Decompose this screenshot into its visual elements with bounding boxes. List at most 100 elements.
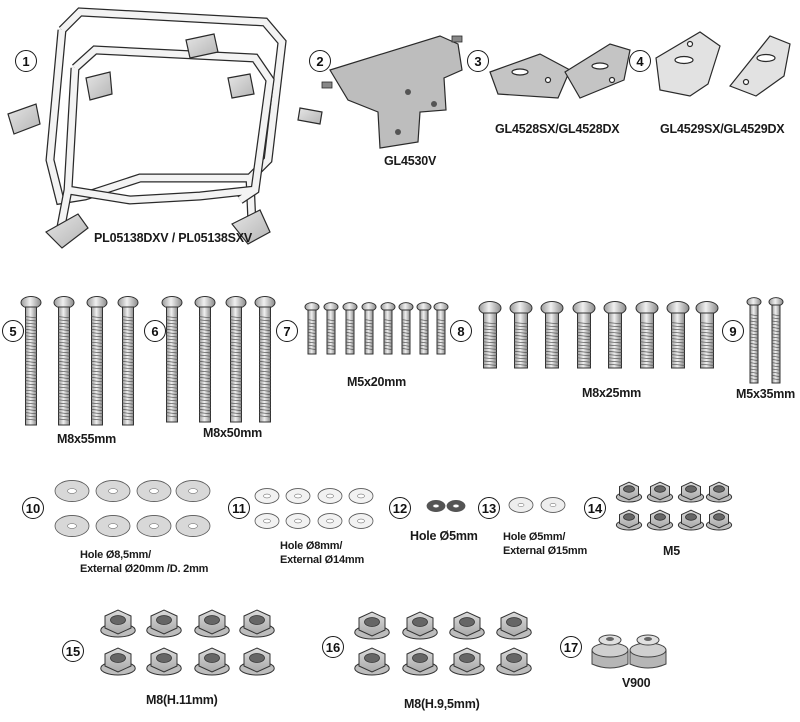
bolt-thread: [483, 328, 497, 331]
callout-12: 12: [389, 497, 411, 519]
bolt: [433, 302, 449, 355]
bolt-thread: [771, 317, 781, 320]
bolt-thread: [483, 331, 497, 334]
bolt-thread: [514, 341, 528, 344]
flange-nut: [239, 609, 275, 638]
flange-nut: [354, 647, 390, 676]
bolt-thread: [58, 402, 70, 405]
bolt-thread: [230, 319, 242, 322]
bolt-thread: [608, 341, 622, 344]
bolt-thread: [483, 363, 497, 366]
bolt-thread: [230, 332, 242, 335]
bolt-thread: [545, 360, 559, 363]
washer: [254, 513, 280, 529]
mount-tab-left: [7, 103, 41, 135]
bolt-thread: [640, 351, 654, 353]
bolt-thread: [91, 361, 103, 363]
bolt-thread: [122, 319, 134, 322]
callout-11: 11: [228, 497, 250, 519]
spacer-hole: [606, 637, 614, 641]
bolt-thread: [25, 364, 37, 367]
bolt-thread: [259, 393, 271, 395]
bolt-thread: [199, 380, 211, 383]
bolt-thread: [401, 322, 411, 325]
bolt-thread: [122, 329, 134, 331]
bolt-thread: [259, 338, 271, 341]
bolt-thread: [749, 343, 759, 345]
bolt-thread: [199, 412, 211, 415]
bolt-shank: [483, 312, 497, 369]
bolt-thread: [230, 351, 242, 354]
label-part-4: GL4529SX/GL4529DX: [660, 122, 785, 136]
bolt-thread: [259, 319, 271, 322]
bolt-thread: [230, 361, 242, 363]
washer: [175, 480, 211, 502]
bolt-thread: [91, 396, 103, 399]
bolt-thread: [166, 345, 178, 347]
washer: [508, 497, 534, 513]
bolt-thread: [25, 345, 37, 347]
bolt-shank: [401, 309, 411, 355]
label-part-12: Hole Ø5mm: [410, 529, 478, 543]
bolt-thread: [199, 383, 211, 386]
bolt-thread: [419, 332, 429, 334]
bolt-thread: [608, 354, 622, 357]
bolt-thread: [122, 412, 134, 415]
bolt-thread: [91, 354, 103, 357]
bolt-thread: [640, 360, 654, 363]
bolt-thread: [700, 363, 714, 366]
bolt-shank: [230, 306, 242, 423]
bolt-thread: [419, 325, 429, 328]
callout-7: 7: [276, 320, 298, 342]
label-part-11: Hole Ø8mm/ External Ø14mm: [280, 539, 364, 567]
bolt-thread: [545, 351, 559, 353]
bolt-thread: [514, 328, 528, 331]
bolt-thread: [25, 418, 37, 421]
bolt-thread: [230, 380, 242, 383]
bolt: [478, 300, 502, 369]
washer: [95, 480, 131, 502]
hardware-group: [20, 296, 784, 676]
bolt-shank: [419, 309, 429, 355]
bolt-thread: [58, 383, 70, 386]
bolt-thread: [640, 331, 654, 334]
bolt-shank: [700, 312, 714, 369]
label-part-7: M5x20mm: [347, 375, 407, 389]
bolt-thread: [91, 399, 103, 402]
bolt-shank: [25, 306, 37, 426]
nut-hole: [623, 513, 635, 521]
bolt-shank: [91, 306, 103, 426]
bolt-thread: [230, 396, 242, 399]
bolt-thread: [25, 332, 37, 335]
bolt-thread: [749, 333, 759, 336]
bolt-shank: [307, 309, 317, 355]
bolt-thread: [419, 335, 429, 338]
label-part-14: M5: [663, 544, 680, 558]
callout-14: 14: [584, 497, 606, 519]
bolt-thread: [326, 332, 336, 334]
bolt-thread: [230, 316, 242, 319]
bolt-thread: [483, 351, 497, 353]
nut-hole: [654, 485, 666, 493]
bolt-thread: [436, 328, 446, 331]
bolt-thread: [259, 370, 271, 373]
label-part-10-line1: Hole Ø8,5mm/: [80, 549, 151, 561]
bolt-thread: [514, 331, 528, 334]
bolt-thread: [259, 386, 271, 389]
bolt-thread: [58, 399, 70, 402]
bolt-thread: [483, 325, 497, 328]
bolt-thread: [166, 389, 178, 392]
bolt-thread: [25, 325, 37, 328]
bolt-thread: [166, 322, 178, 325]
bolt-thread: [122, 364, 134, 367]
label-part-11-line1: Hole Ø8mm/: [280, 540, 343, 552]
bolt-thread: [58, 412, 70, 415]
bolt-thread: [749, 330, 759, 333]
bolt-thread: [577, 341, 591, 344]
bolt-thread: [514, 344, 528, 347]
bolt-thread: [419, 344, 429, 347]
washer: [136, 480, 172, 502]
nut-hole: [204, 653, 220, 663]
bolt-thread: [259, 405, 271, 408]
bolt-thread: [771, 378, 781, 381]
